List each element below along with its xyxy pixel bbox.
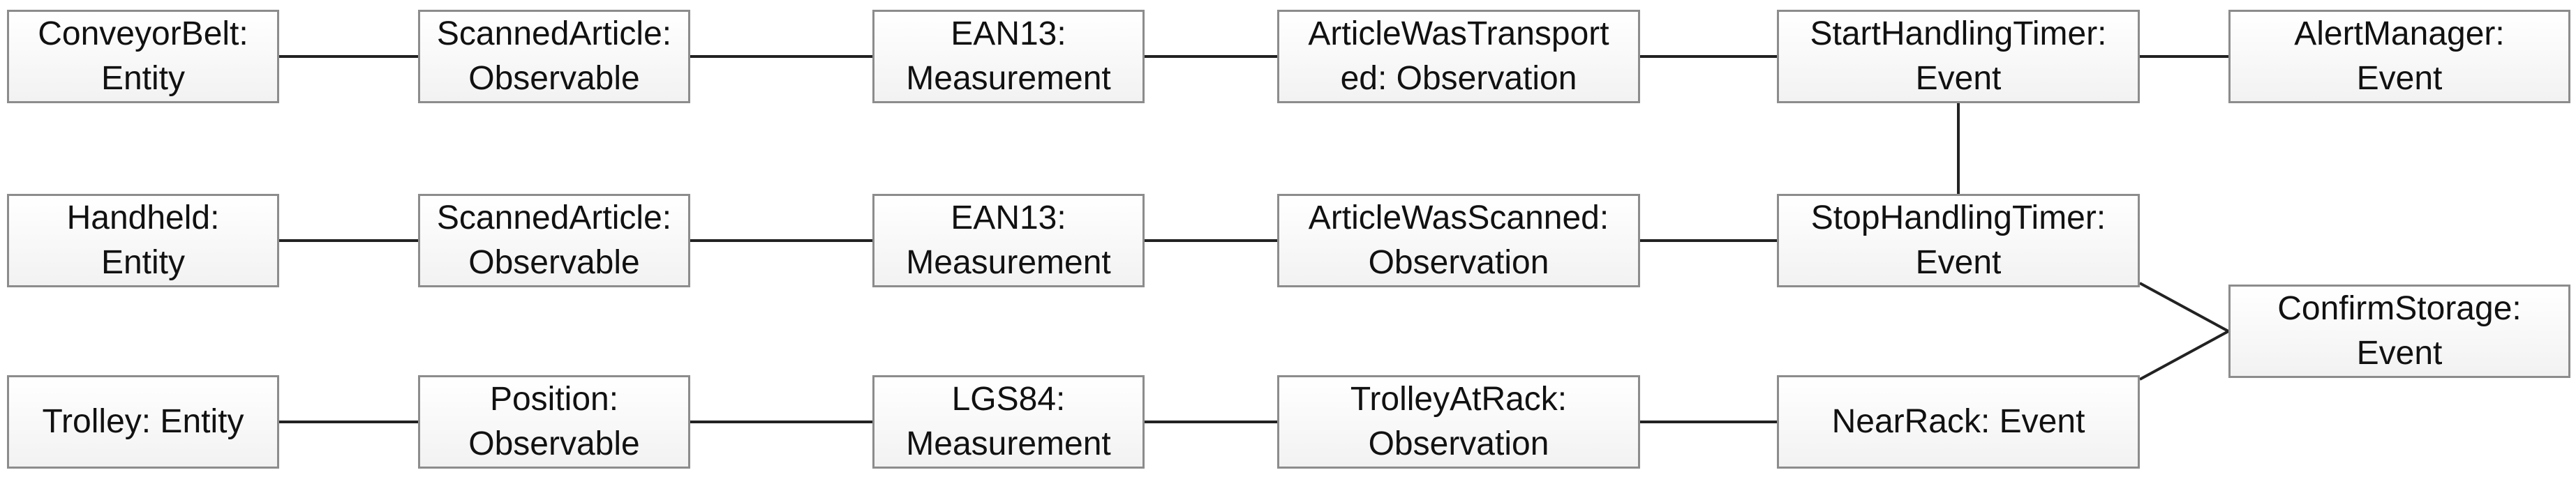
node-starthandlingtimer: StartHandlingTimer: Event <box>1777 10 2140 103</box>
edge-nearrack-to-confirmstorage <box>2139 330 2229 381</box>
node-nearrack: NearRack: Event <box>1777 375 2140 469</box>
node-ean13-1: EAN13: Measurement <box>872 10 1145 103</box>
node-position: Position: Observable <box>418 375 690 469</box>
node-trolley: Trolley: Entity <box>7 375 279 469</box>
node-handheld: Handheld: Entity <box>7 194 279 287</box>
node-ean13-2: EAN13: Measurement <box>872 194 1145 287</box>
node-trolleyatrack: TrolleyAtRack: Observation <box>1277 375 1640 469</box>
edge-stophandlingtimer-to-confirmstorage <box>2139 282 2229 333</box>
node-articlewastransported: ArticleWasTransport ed: Observation <box>1277 10 1640 103</box>
node-articlewasscanned: ArticleWasScanned: Observation <box>1277 194 1640 287</box>
node-alertmanager: AlertManager: Event <box>2228 10 2570 103</box>
node-conveyorbelt: ConveyorBelt: Entity <box>7 10 279 103</box>
node-lgs84: LGS84: Measurement <box>872 375 1145 469</box>
node-confirmstorage: ConfirmStorage: Event <box>2228 285 2570 378</box>
node-stophandlingtimer: StopHandlingTimer: Event <box>1777 194 2140 287</box>
node-scannedarticle-1: ScannedArticle: Observable <box>418 10 690 103</box>
node-scannedarticle-2: ScannedArticle: Observable <box>418 194 690 287</box>
